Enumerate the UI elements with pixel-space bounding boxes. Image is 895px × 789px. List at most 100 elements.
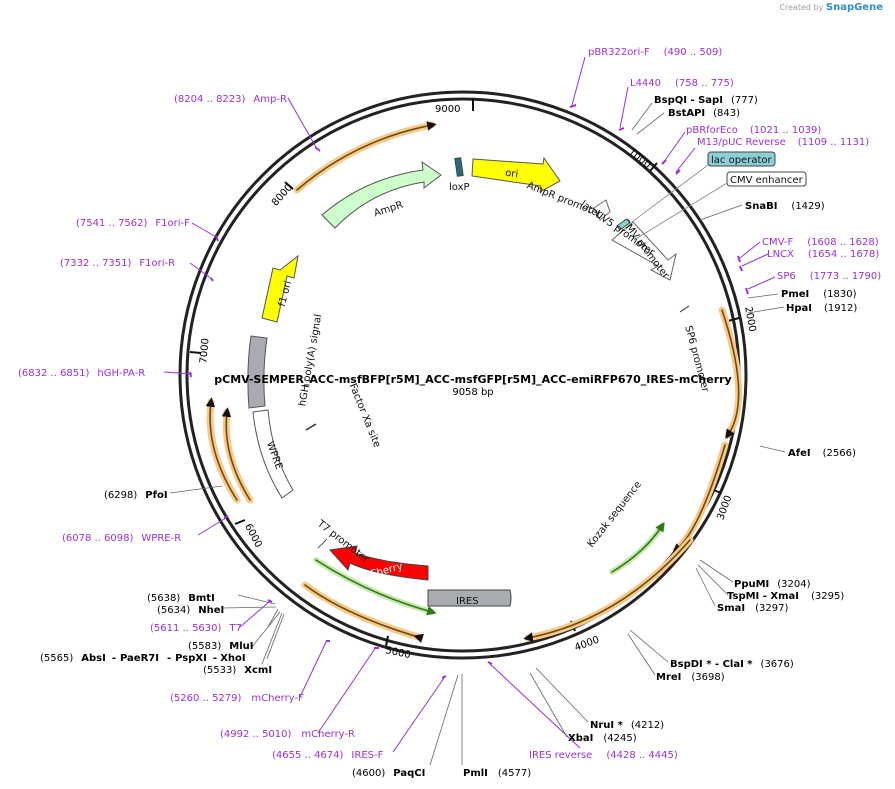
label-hgh-pa-r: (6832 .. 6851)hGH-PA-R — [18, 368, 145, 379]
arc-bottom-left — [301, 581, 424, 643]
cmv-f-name: CMV-F — [762, 237, 793, 248]
svg-text:(6078 .. 6098)WPRE-R: (6078 .. 6098)WPRE-R — [62, 533, 181, 544]
paer7i-name: PaeR7I — [120, 653, 159, 664]
ires-f-name: IRES-F — [351, 750, 383, 761]
smai-pos: (3297) — [755, 603, 788, 614]
feature-ori: ori — [471, 156, 561, 193]
svg-text:(5260 .. 5279)mCherry-F: (5260 .. 5279)mCherry-F — [170, 693, 304, 704]
hgh-pa-r-name: hGH-PA-R — [97, 368, 145, 379]
label-mcherry-r: (4992 .. 5010)mCherry-R — [220, 729, 355, 740]
primer-marks — [189, 104, 749, 679]
kozak-arc — [611, 521, 665, 573]
afei-pos: (2566) — [823, 448, 856, 459]
pmli-name: PmlI — [463, 768, 488, 779]
xmai-name: XmaI — [770, 591, 799, 602]
lncx-range: (1654 .. 1678) — [808, 249, 880, 260]
f1ori-f-name: F1ori-F — [155, 218, 190, 229]
sapi-name: SapI — [698, 95, 723, 106]
orf-arcs — [205, 121, 743, 643]
svg-text:(7541 .. 7562)F1ori-F: (7541 .. 7562)F1ori-F — [76, 218, 190, 229]
svg-text:(5583)MluI: (5583)MluI — [188, 641, 253, 652]
mrei-name: MreI — [656, 672, 681, 683]
tick-5000: 5000 — [384, 645, 411, 661]
mcherry-green-arc — [315, 559, 437, 616]
plasmid-size: 9058 bp — [452, 387, 493, 398]
pfoi-pos: (6298) — [104, 490, 137, 501]
pbr322ori-f-range: (490 .. 509) — [664, 47, 723, 58]
svg-text:NruI *(4212): NruI *(4212) — [590, 720, 664, 731]
tspmi-name: TspMI — [727, 591, 759, 602]
svg-text:pBRforEco(1021 .. 1039): pBRforEco (1021 .. 1039) — [686, 125, 821, 136]
label-pfoi: (6298) PfoI — [104, 490, 168, 501]
primer-leaders — [163, 56, 776, 753]
label-nhei: (5634)NheI — [157, 605, 224, 616]
svg-text:BspDI * - ClaI *(3676): BspDI * - ClaI *(3676) — [670, 659, 794, 670]
pbrforeco-range: (1021 .. 1039) — [750, 125, 822, 136]
ires-label: IRES — [456, 596, 479, 607]
label-lncx: LNCX (1654 .. 1678) — [767, 249, 879, 260]
xhoi-name: XhoI — [220, 653, 245, 664]
pbrforeco-name: pBRforEco — [686, 125, 738, 136]
credit-text: Created by — [779, 3, 824, 12]
feature-f1ori: f1 ori — [261, 254, 299, 323]
mlui-name: MluI — [229, 641, 253, 652]
nrui-pos: (4212) — [631, 720, 664, 731]
ampr-label: AmpR — [373, 200, 405, 220]
tick-marks — [189, 99, 740, 647]
absi-name: AbsI — [81, 653, 106, 664]
label-pbrforeco: pBRforEco (1021 .. 1039) — [686, 125, 821, 136]
feature-factorxa: Factor Xa site — [305, 382, 383, 449]
factorxa-label: Factor Xa site — [347, 382, 383, 449]
site-leaders — [169, 102, 786, 766]
snapgene-credit: Created by SnapGene — [779, 2, 883, 13]
svg-text:(4600)PaqCI: (4600)PaqCI — [352, 768, 425, 779]
svg-text:SP6(1773 .. 1790): SP6(1773 .. 1790) — [777, 271, 881, 282]
svg-text:TspMI - XmaI(3295): TspMI - XmaI(3295) — [727, 591, 844, 602]
label-nrui: NruI *(4212) — [590, 720, 664, 731]
amp-r-range: (8204 .. 8223) — [174, 94, 246, 105]
label-xcmi: (5533)XcmI — [203, 665, 272, 676]
feature-hgh: hGH poly(A) signal — [247, 313, 324, 409]
pmli-pos: (4577) — [498, 768, 531, 779]
t7-range: (5611 .. 5630) — [150, 623, 222, 634]
label-mcherry-f: (5260 .. 5279)mCherry-F — [170, 693, 304, 704]
label-mlui: (5583)MluI — [188, 641, 253, 652]
svg-text:(6832 .. 6851)hGH-PA-R: (6832 .. 6851)hGH-PA-R — [18, 368, 145, 379]
absi-pos: (5565) — [40, 653, 73, 664]
cmv-enhancer-box: CMV enhancer — [633, 171, 807, 241]
tick-1000: 1000 — [626, 147, 653, 171]
label-afei: AfeI(2566) — [788, 448, 856, 459]
label-ppumi: PpuMI(3204) — [734, 579, 811, 590]
l4440-range: (758 .. 775) — [675, 78, 734, 89]
label-wpre-r: (6078 .. 6098)WPRE-R — [62, 533, 181, 544]
amp-r-name: Amp-R — [253, 94, 287, 105]
label-ires-reverse: IRES reverse(4428 .. 4445) — [529, 750, 678, 761]
pbr322ori-f-name: pBR322ori-F — [588, 47, 650, 58]
label-tspmi-xmai: TspMI - XmaI(3295) — [727, 591, 844, 602]
svg-text:BspQI - SapI(777): BspQI - SapI(777) — [654, 95, 758, 106]
svg-text:BstAPI(843): BstAPI(843) — [668, 108, 740, 119]
bstapi-name: BstAPI — [668, 108, 705, 119]
svg-text:PmeI(1830): PmeI(1830) — [781, 289, 857, 300]
label-mrei: MreI(3698) — [656, 672, 725, 683]
svg-text:IRES reverse(4428 .. 4445): IRES reverse(4428 .. 4445) — [529, 750, 678, 761]
nhei-name: NheI — [198, 605, 224, 616]
lncx-name: LNCX — [767, 249, 794, 260]
feature-loxp: loxP — [449, 157, 470, 193]
svg-text:(5634)NheI: (5634)NheI — [157, 605, 224, 616]
label-smai: SmaI(3297) — [717, 603, 788, 614]
hpai-name: HpaI — [786, 303, 812, 314]
pmei-pos: (1830) — [823, 289, 856, 300]
label-snabi: SnaBI(1429) — [745, 201, 825, 212]
label-f1ori-f: (7541 .. 7562)F1ori-F — [76, 218, 190, 229]
svg-text:(5611 .. 5630)T7: (5611 .. 5630)T7 — [150, 623, 242, 634]
tick-4000: 4000 — [573, 635, 601, 654]
wpre-r-range: (6078 .. 6098) — [62, 533, 134, 544]
f1ori-r-name: F1ori-R — [139, 258, 175, 269]
svg-text:(5533)XcmI: (5533)XcmI — [203, 665, 272, 676]
pfoi-name: PfoI — [145, 490, 167, 501]
svg-text:(5638)BmtI: (5638)BmtI — [147, 593, 215, 604]
xcmi-pos: (5533) — [203, 665, 236, 676]
svg-text:M13/pUC Reverse(1109 .. 1131): M13/pUC Reverse(1109 .. 1131) — [697, 137, 869, 148]
arc-right — [718, 306, 743, 439]
